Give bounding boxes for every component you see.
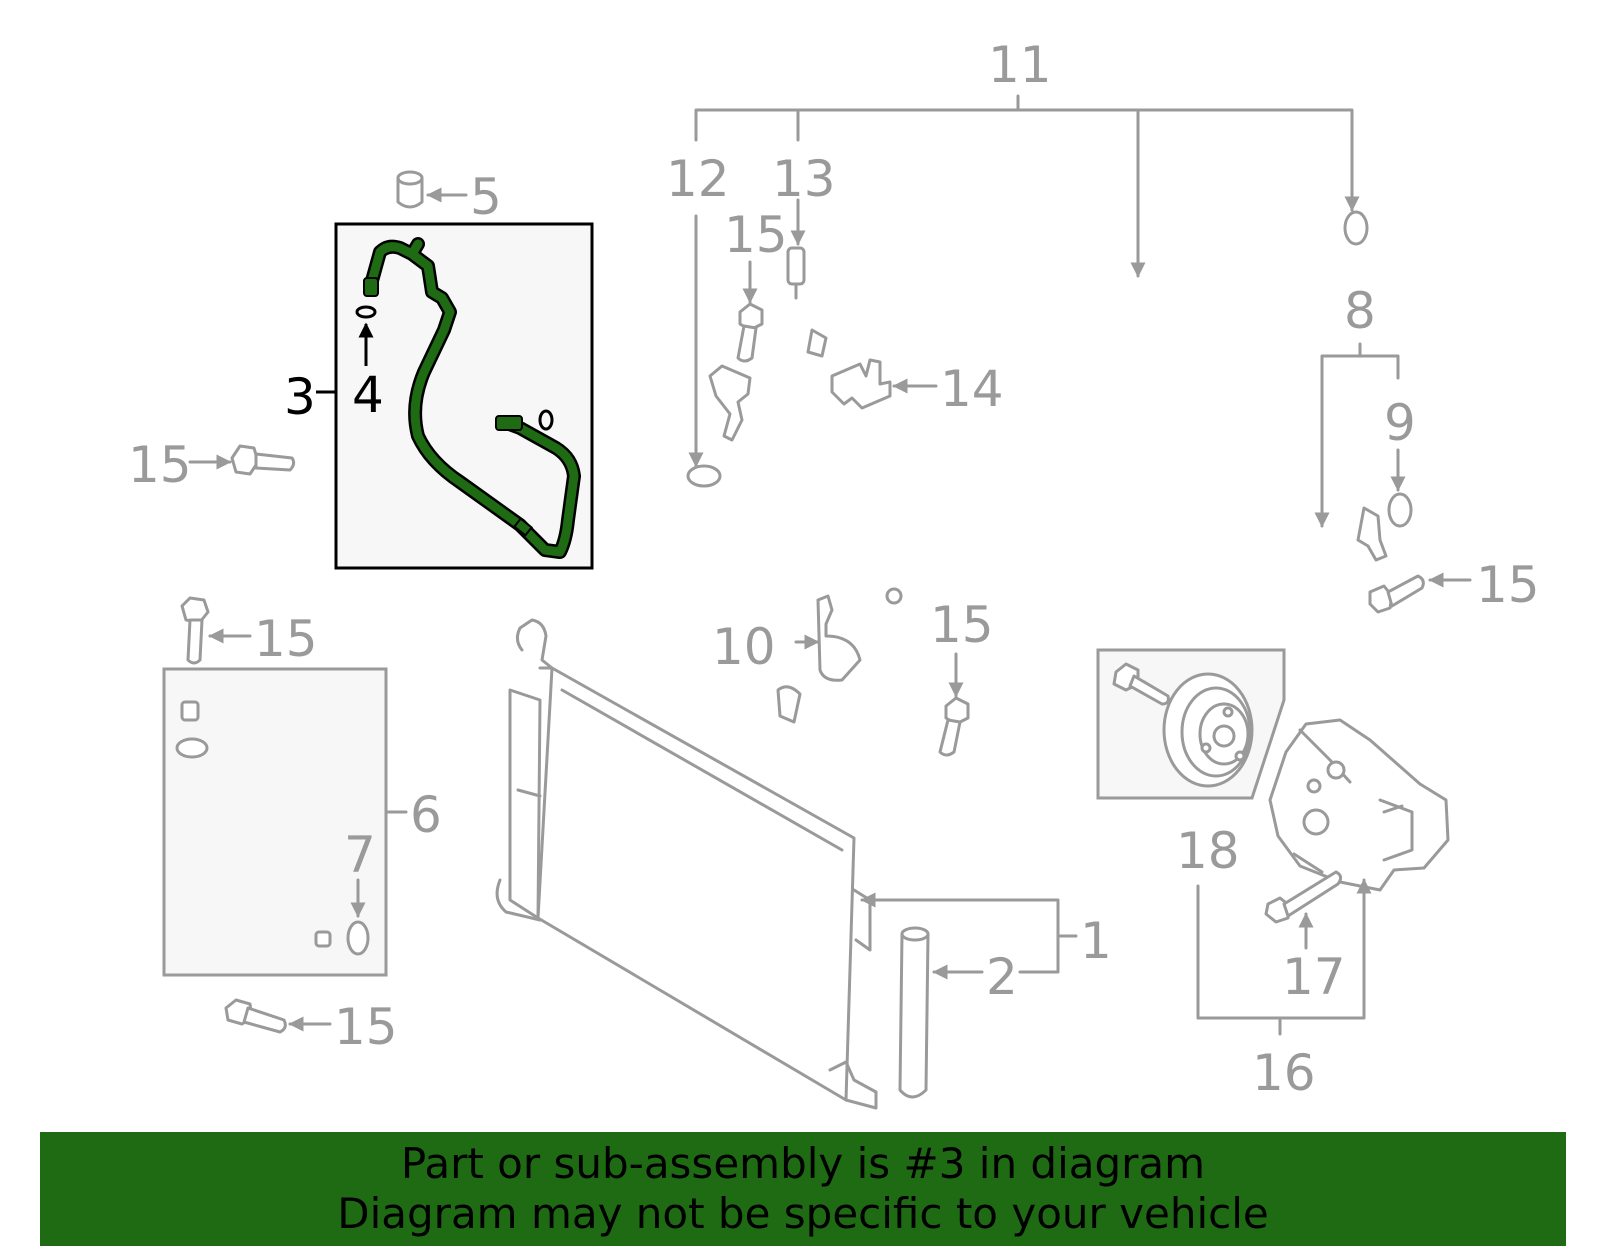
- part-3-box: 4: [334, 222, 594, 570]
- part-18-clutch[interactable]: [1162, 672, 1254, 788]
- part-4-oring[interactable]: [355, 305, 377, 319]
- part-17-bolt[interactable]: [1264, 870, 1343, 924]
- part-18-bolt[interactable]: [1112, 662, 1170, 706]
- part-7-oring[interactable]: [346, 920, 370, 956]
- callout-16: 16: [1252, 1044, 1316, 1102]
- callout-15-f: 15: [1476, 556, 1540, 614]
- callout-15-b: 15: [254, 610, 318, 668]
- callout-2: 2: [986, 948, 1018, 1006]
- callout-15-a: 15: [128, 436, 192, 494]
- part-6-hose[interactable]: [180, 687, 332, 948]
- callout-7: 7: [344, 826, 376, 884]
- part-16-compressor[interactable]: [1268, 718, 1450, 892]
- banner-line-2: Diagram may not be specific to your vehi…: [337, 1189, 1269, 1238]
- callout-15-d: 15: [724, 206, 788, 264]
- callout-10: 10: [712, 618, 776, 676]
- part-1-condenser[interactable]: [495, 618, 878, 1110]
- callout-11: 11: [988, 36, 1052, 94]
- part-3-hose[interactable]: [363, 237, 581, 559]
- callout-15-c: 15: [334, 998, 398, 1056]
- bolt-15-right[interactable]: [1368, 574, 1425, 614]
- info-banner: Part or sub-assembly is #3 in diagram Di…: [40, 1132, 1566, 1246]
- banner-line-1: Part or sub-assembly is #3 in diagram: [400, 1139, 1206, 1188]
- part-13-valve[interactable]: [786, 246, 806, 300]
- bolt-15-top-left[interactable]: [180, 596, 210, 665]
- callout-8: 8: [1344, 282, 1376, 340]
- part-12-oring[interactable]: [686, 464, 722, 488]
- part-8-line[interactable]: [776, 506, 1388, 763]
- callout-13: 13: [772, 150, 836, 208]
- part-11-oring[interactable]: [1343, 210, 1369, 246]
- callout-18: 18: [1176, 822, 1240, 880]
- callout-6: 6: [410, 786, 442, 844]
- callout-14: 14: [940, 360, 1004, 418]
- callout-5: 5: [470, 168, 502, 226]
- part-9-oring[interactable]: [1387, 492, 1413, 528]
- part-6-oring[interactable]: [175, 737, 209, 759]
- part-6-box: 7: [162, 667, 388, 977]
- bolt-15-bottom-left[interactable]: [224, 998, 287, 1034]
- part-11-line[interactable]: [708, 218, 1337, 442]
- callout-4: 4: [352, 366, 384, 424]
- part-14-bracket[interactable]: [830, 358, 892, 410]
- part-2-drier[interactable]: [898, 926, 930, 1099]
- bolt-15-left[interactable]: [230, 444, 296, 476]
- part-5-cap[interactable]: [396, 170, 424, 209]
- part-18-box: [1096, 648, 1286, 800]
- callout-9: 9: [1384, 394, 1416, 452]
- callout-15-e: 15: [930, 596, 994, 654]
- bolt-15-center[interactable]: [938, 696, 970, 757]
- callout-3: 3: [284, 368, 316, 426]
- part-10-bracket[interactable]: [816, 594, 862, 682]
- bolt-15-top-mid[interactable]: [736, 302, 764, 363]
- callout-1: 1: [1080, 912, 1112, 970]
- callout-17: 17: [1282, 948, 1346, 1006]
- callout-12: 12: [666, 150, 730, 208]
